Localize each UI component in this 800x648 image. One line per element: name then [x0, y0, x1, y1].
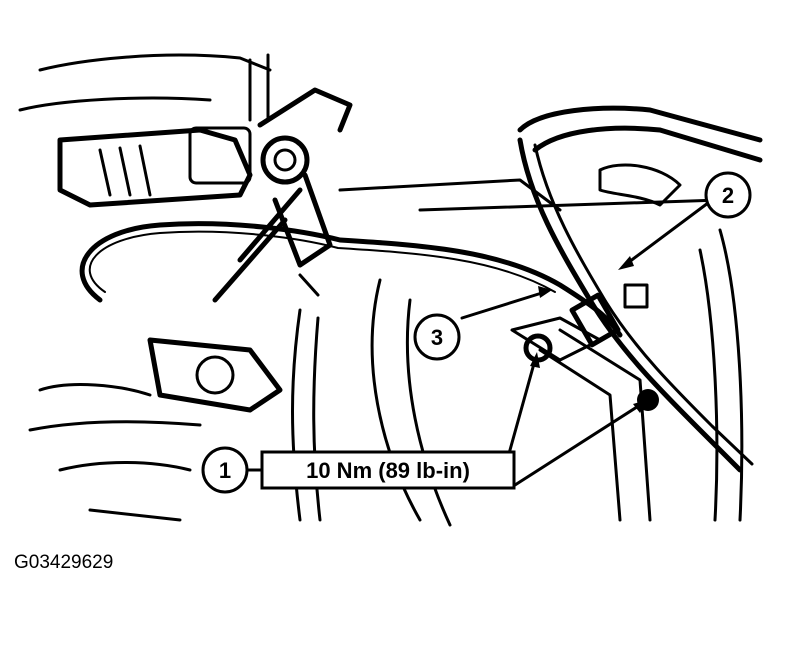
torque-spec-text: 10 Nm (89 lb-in)	[306, 458, 470, 483]
callout-1-number: 1	[219, 458, 231, 483]
callout-2-number: 2	[722, 183, 734, 208]
callout-3: 3	[413, 313, 461, 361]
parking-brake-cable	[517, 137, 754, 473]
leader-lines	[245, 198, 714, 487]
torque-spec-label: 10 Nm (89 lb-in)	[260, 450, 516, 490]
callout-2: 2	[704, 171, 752, 219]
callout-1: 1	[201, 446, 249, 494]
figure-id: G03429629	[14, 552, 114, 573]
callout-3-number: 3	[431, 325, 443, 350]
sensor-cable	[79, 221, 623, 338]
